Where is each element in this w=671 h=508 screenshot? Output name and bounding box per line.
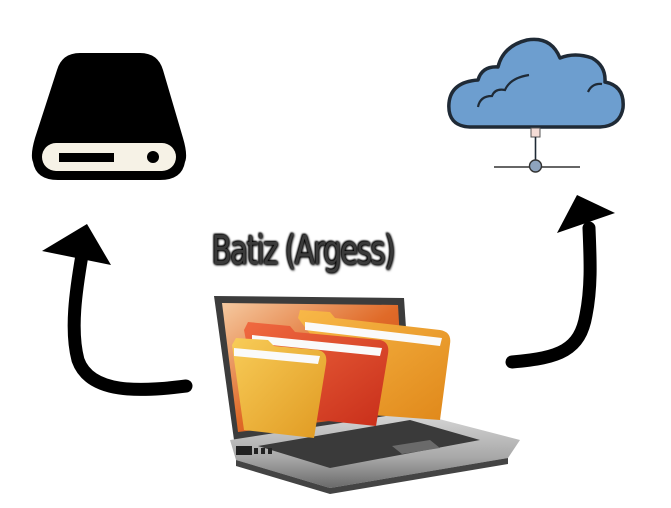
diagram-title: Batiz (Argess) <box>211 228 396 274</box>
